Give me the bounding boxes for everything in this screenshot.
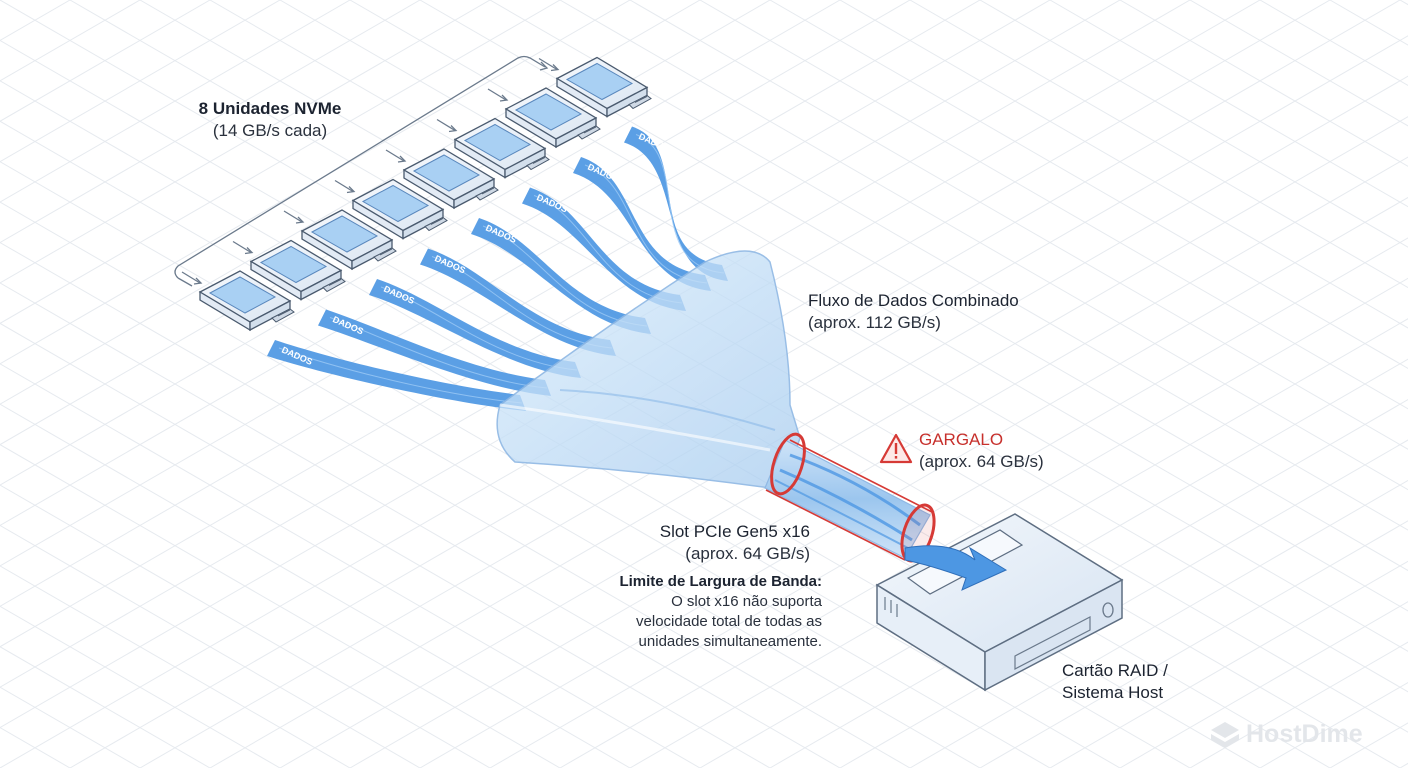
drive-label-panel [463, 123, 532, 162]
host-label-line2: Sistema Host [1062, 683, 1164, 702]
data-stream [573, 157, 711, 291]
bottleneck-ring-start [770, 432, 806, 496]
bandwidth-limit-line: O slot x16 não suporta [671, 593, 822, 610]
bandwidth-limit-note: Limite de Largura de Banda: O slot x16 n… [560, 572, 822, 652]
bottleneck-subtitle: (aprox. 64 GB/s) [919, 452, 1044, 471]
data-stream-highlight [431, 256, 613, 349]
drive-bracket [174, 55, 560, 287]
flow-arrow [904, 545, 1008, 591]
nvme-drive [249, 239, 346, 301]
nvme-drive [555, 56, 652, 118]
nvme-label: 8 Unidades NVMe (14 GB/s cada) [170, 98, 370, 142]
funnel [496, 250, 801, 489]
bandwidth-limit-title: Limite de Largura de Banda: [619, 573, 822, 590]
nvme-drive [402, 148, 499, 210]
warning-triangle-icon [879, 433, 913, 464]
watermark: HostDime [1210, 720, 1363, 749]
data-stream-highlight [278, 347, 523, 404]
drive-label-panel [310, 215, 379, 253]
nvme-drive [300, 209, 397, 271]
watermark-text: HostDime [1246, 720, 1363, 748]
data-stream [369, 279, 581, 378]
drive-label-panel [361, 184, 430, 223]
nvme-drive [453, 117, 550, 179]
nvme-label-subtitle: (14 GB/s cada) [212, 121, 328, 140]
pcie-slot-title: Slot PCIe Gen5 x16 [659, 522, 810, 541]
bottleneck-label: GARGALO (aprox. 64 GB/s) [919, 429, 1044, 473]
bottleneck-title: GARGALO [919, 430, 1004, 449]
data-stream [318, 309, 551, 396]
drive-label-panel [565, 62, 634, 101]
watermark-logo-icon [1211, 722, 1239, 748]
data-stream [522, 187, 686, 311]
bandwidth-limit-line: velocidade total de todas as [636, 613, 822, 630]
nvme-drive [504, 87, 601, 149]
nvme-label-title: 8 Unidades NVMe [198, 99, 342, 118]
host-vents [884, 597, 898, 617]
drive-label-panel [259, 245, 328, 284]
combined-flow-title: Fluxo de Dados Combinado [808, 291, 1019, 310]
pcie-slot-label: Slot PCIe Gen5 x16 (aprox. 64 GB/s) [560, 521, 810, 565]
host-label: Cartão RAID / Sistema Host [1062, 660, 1168, 704]
combined-flow-subtitle: (aprox. 112 GB/s) [808, 313, 941, 332]
drive-label-panel [514, 93, 583, 131]
combined-flow-label: Fluxo de Dados Combinado (aprox. 112 GB/… [808, 290, 1019, 334]
pcie-slot-subtitle: (aprox. 64 GB/s) [685, 544, 810, 563]
data-stream-highlight [329, 317, 548, 389]
host-power-button [1102, 602, 1114, 618]
nvme-drive [198, 270, 295, 332]
drive-label-panel [208, 276, 277, 314]
drive-label-panel [412, 154, 481, 192]
host-label-line1: Cartão RAID / [1062, 661, 1168, 680]
data-stream [471, 218, 651, 334]
bandwidth-limit-line: unidades simultaneamente. [638, 633, 822, 650]
funnel-body [496, 250, 801, 489]
data-stream [624, 126, 728, 281]
nvme-drives [198, 56, 652, 332]
host-system [875, 513, 1124, 692]
nvme-drive [351, 178, 448, 240]
data-stream [267, 340, 526, 411]
data-stream-highlight [584, 164, 708, 284]
data-stream-highlight [380, 286, 578, 371]
